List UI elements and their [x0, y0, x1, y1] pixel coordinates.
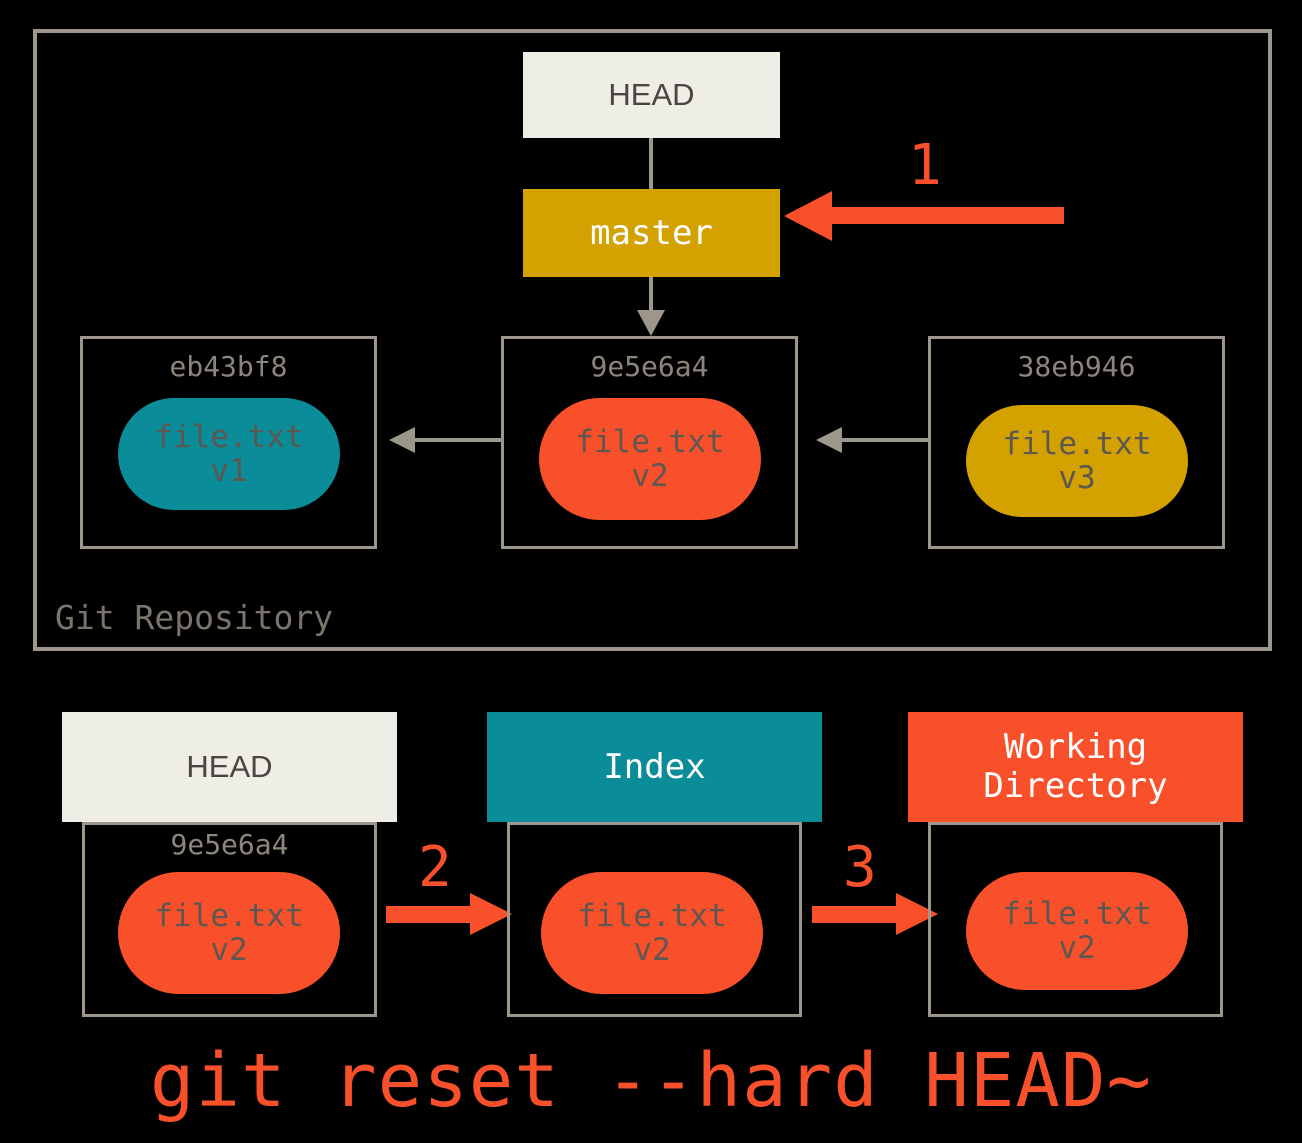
- commit-blob-text-9e5e6a4: file.txt: [575, 423, 725, 460]
- tree-header-label-head: HEAD: [186, 749, 273, 784]
- tree-header-head: HEAD: [62, 712, 397, 822]
- step-2-number: 2: [418, 835, 452, 900]
- commit-blob-version-38eb946: v3: [1058, 460, 1096, 496]
- command-caption: git reset --hard HEAD~: [149, 1038, 1153, 1124]
- step-3-number: 3: [843, 835, 877, 900]
- commit-frame-eb43bf8: [80, 336, 377, 549]
- tree-blob-version-index: v2: [633, 932, 671, 968]
- tree-header-working-directory: Working Directory: [908, 712, 1243, 822]
- tree-frame-working-directory: [928, 822, 1223, 1017]
- tree-blob-version-working-directory: v2: [1058, 930, 1096, 966]
- tree-blob-working-directory: file.txt v2: [966, 872, 1188, 990]
- tree-blob-version-head: v2: [210, 932, 248, 968]
- commit-blob-version-eb43bf8: v1: [210, 453, 248, 489]
- master-to-commit-arrowhead: [637, 310, 665, 336]
- commit-frame-38eb946: [928, 336, 1225, 549]
- commit-blob-version-9e5e6a4: v2: [631, 458, 669, 494]
- parent-link-line-3to2: [842, 438, 928, 442]
- tree-blob-head: file.txt v2: [118, 872, 340, 994]
- head-to-master-line: [649, 138, 653, 189]
- tree-hash-head: 9e5e6a4: [170, 828, 289, 861]
- step-1-arrow-shaft: [828, 207, 1064, 224]
- repo-master-label: master: [590, 213, 713, 253]
- tree-blob-text-index: file.txt: [577, 897, 727, 934]
- step-1-number: 1: [908, 133, 942, 198]
- parent-link-arrow-3to2: [816, 427, 842, 453]
- commit-hash-9e5e6a4: 9e5e6a4: [590, 350, 709, 383]
- master-to-commit-line: [649, 277, 653, 313]
- repo-head-label: HEAD: [608, 77, 695, 112]
- git-repository-label: Git Repository: [55, 598, 334, 637]
- commit-blob-9e5e6a4: file.txt v2: [539, 398, 761, 520]
- step-1-arrow-head: [784, 191, 832, 241]
- commit-blob-eb43bf8: file.txt v1: [118, 398, 340, 510]
- tree-frame-head: [82, 822, 377, 1017]
- tree-header-index: Index: [487, 712, 822, 822]
- tree-frame-index: [507, 822, 802, 1017]
- step-2-arrow-shaft: [386, 906, 481, 923]
- tree-blob-text-working-directory: file.txt: [1002, 895, 1152, 932]
- repo-master-box: master: [523, 189, 780, 277]
- commit-blob-text-38eb946: file.txt: [1002, 425, 1152, 462]
- tree-blob-index: file.txt v2: [541, 872, 763, 994]
- tree-header-label-working-directory: Working Directory: [983, 726, 1168, 806]
- tree-blob-text-head: file.txt: [154, 897, 304, 934]
- git-repository-container: [33, 29, 1272, 651]
- commit-blob-38eb946: file.txt v3: [966, 405, 1188, 517]
- commit-hash-eb43bf8: eb43bf8: [169, 350, 288, 383]
- parent-link-line-2to1: [415, 438, 501, 442]
- parent-link-arrow-2to1: [389, 427, 415, 453]
- commit-blob-text-eb43bf8: file.txt: [154, 418, 304, 455]
- step-3-arrow-shaft: [812, 906, 907, 923]
- commit-hash-38eb946: 38eb946: [1017, 350, 1136, 383]
- step-3-arrow-head: [896, 893, 938, 935]
- commit-frame-9e5e6a4: [501, 336, 798, 549]
- tree-header-label-index: Index: [603, 747, 706, 787]
- step-2-arrow-head: [470, 893, 512, 935]
- repo-head-box: HEAD: [523, 52, 780, 138]
